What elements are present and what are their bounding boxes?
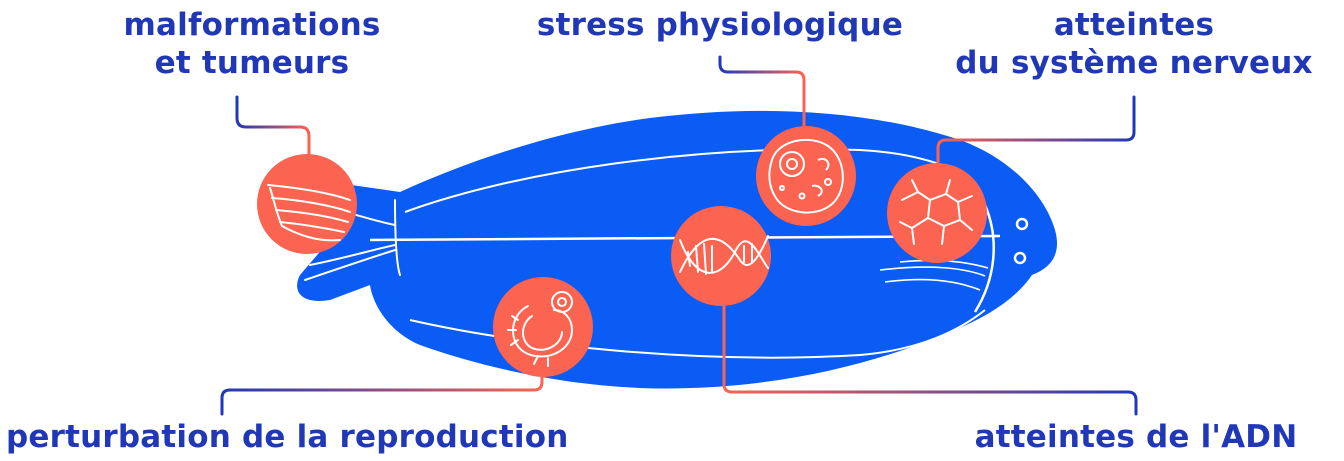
adn-badge xyxy=(671,206,771,306)
stress-badge xyxy=(756,126,856,226)
connector-malformations xyxy=(237,97,309,156)
label-stress: stress physiologique xyxy=(537,6,903,44)
reproduction-badge xyxy=(493,277,593,377)
label-nerveux-line2: du système nerveux xyxy=(955,44,1312,82)
connector-reproduction xyxy=(222,372,542,414)
label-reproduction-line1: perturbation de la reproduction xyxy=(6,418,568,456)
nerveux-badge xyxy=(887,163,987,263)
label-stress-line1: stress physiologique xyxy=(537,6,903,44)
label-adn: atteintes de l'ADN xyxy=(975,418,1298,456)
label-reproduction: perturbation de la reproduction xyxy=(6,418,568,456)
label-adn-line1: atteintes de l'ADN xyxy=(975,418,1298,456)
label-malformations: malformations et tumeurs xyxy=(123,6,380,82)
malformations-badge xyxy=(257,154,357,254)
label-malformations-line1: malformations xyxy=(123,6,380,44)
label-nerveux-line1: atteintes xyxy=(955,6,1312,44)
label-nerveux: atteintes du système nerveux xyxy=(955,6,1312,82)
label-malformations-line2: et tumeurs xyxy=(123,44,380,82)
